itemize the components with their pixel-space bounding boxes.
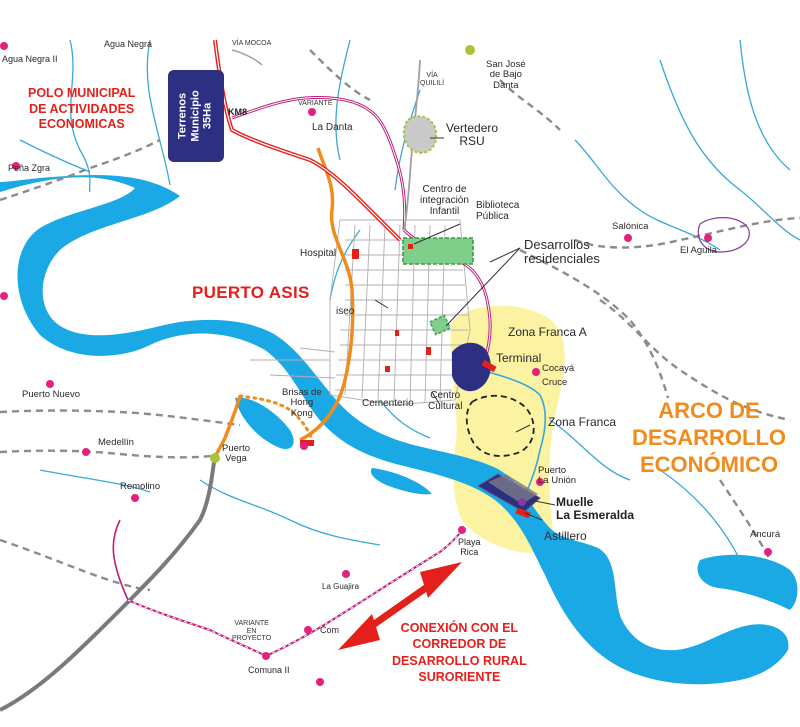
arco-desarrollo-title: ARCO DE DESARROLLO ECONÓMICO: [632, 398, 786, 477]
dot-pena-zgra: [12, 162, 20, 170]
variante-label: VARIANTE: [298, 100, 333, 107]
southwest-highway: [0, 454, 217, 712]
main-river: [0, 174, 789, 685]
dashed-roads: [0, 49, 800, 592]
terrenos-municipio-block: Terrenos Municipio 35Ha: [168, 70, 224, 162]
salonica-label: Salónica: [612, 221, 649, 232]
orange-dotted-road: [238, 394, 314, 442]
terrenos-line-1: Terrenos: [177, 92, 190, 140]
dot-san-jose: [465, 45, 475, 55]
san-jose-label: San José de Bajo Danta: [486, 59, 526, 91]
vertedero-rsu-label: Vertedero RSU: [446, 121, 499, 149]
agua-negra-ii-label: Agua Negra II: [2, 54, 58, 64]
desarrollos-residenciales-label: Desarrollos residenciales: [524, 237, 600, 267]
cruce-label: Cruce: [542, 377, 568, 388]
terrenos-line-2: Municipio: [189, 90, 202, 142]
el-aguila-label: El Aguila: [680, 245, 717, 256]
dot-comuna-ii: [262, 652, 270, 660]
dot-puerto-nuevo: [46, 380, 54, 388]
la-danta-label: La Danta: [312, 122, 353, 133]
agua-negra-label: Agua Negra: [104, 39, 153, 49]
dot-la-guajira: [342, 570, 350, 578]
polo-municipal-title: POLO MUNICIPAL DE ACTIVIDADES ECONOMICAS: [28, 86, 136, 132]
centro-integracion-label: Centro de integración Infantil: [420, 184, 469, 217]
terrenos-municipio-label: Terrenos Municipio 35Ha: [177, 90, 215, 141]
dot-ancura: [764, 548, 772, 556]
dot-agua-negra-ii: [0, 42, 8, 50]
via-quilili-label: VÍA QUILILÍ: [420, 72, 445, 87]
puerto-asis-title: PUERTO ASIS: [192, 283, 310, 302]
el-aguila-boundary: [697, 217, 750, 253]
lower-river-meander: [697, 554, 798, 610]
zona-franca-outline: [465, 394, 535, 457]
dot-puerto-vega: [210, 453, 220, 463]
dot-left-edge: [0, 292, 8, 300]
place-dots: [0, 42, 772, 686]
connection-arrow: [338, 562, 462, 650]
leader-lines: [374, 137, 556, 521]
pena-zgra-label: Peña Zgra: [8, 163, 51, 173]
km8-label: KM8: [228, 107, 248, 117]
playa-rica-label: Playa Rica: [458, 537, 481, 557]
hospital-label: Hospital: [300, 248, 337, 259]
conexion-corredor-title: CONEXIÓN CON EL CORREDOR DE DESARROLLO R…: [392, 621, 527, 684]
dot-playa-rica: [458, 526, 466, 534]
terminal-label: Terminal: [496, 351, 542, 365]
urban-grid: [250, 219, 471, 406]
astillero-area: [488, 474, 538, 504]
zona-franca-a-label: Zona Franca A: [508, 325, 587, 339]
dot-salonica: [624, 234, 632, 242]
muelle-marker: [515, 507, 531, 519]
dot-cocaya: [532, 368, 540, 376]
residential-development-small: [428, 314, 452, 336]
dot-puerto-la-union: [536, 478, 544, 486]
variante-en-proyecto-label: VARIANTE EN PROYECTO: [232, 620, 272, 643]
puerto-vega-label: Puerto Vega: [222, 443, 250, 465]
zona-franca-label: Zona Franca: [548, 415, 617, 429]
puerto-nuevo-label: Puerto Nuevo: [22, 389, 81, 400]
dot-el-aguila: [704, 234, 712, 242]
centro-cultural-label: Centro Cultural: [428, 390, 463, 412]
iseo-label: iseo: [336, 306, 355, 317]
la-guajira-label: La Guajira: [322, 582, 359, 591]
terminal-area: [452, 342, 491, 392]
dot-medellin: [82, 448, 90, 456]
medellin-label: Medellín: [98, 437, 134, 448]
astillero-label: Astillero: [544, 529, 587, 543]
biblioteca-publica-label: Biblioteca Pública: [476, 200, 520, 222]
comuna-ii-label: Comuna II: [248, 665, 290, 675]
dot-south-bottom: [316, 678, 324, 686]
landfill-area: [402, 115, 438, 154]
cementerio-label: Cementerio: [362, 398, 414, 409]
puerto-la-union-label: Puerto La Unión: [538, 465, 577, 487]
dot-muelle: [518, 498, 526, 506]
ancura-label: Ancurá: [750, 529, 781, 540]
streams: [19, 39, 800, 561]
muelle-la-esmeralda-label: Muelle La Esmeralda: [556, 495, 635, 523]
via-mocoa-label: VÍA MOCOA: [232, 40, 272, 47]
building-markers: [300, 244, 431, 446]
cocaya-label: Cocayá: [542, 363, 575, 374]
river-branch-lagoon: [370, 468, 432, 495]
orange-road: [299, 147, 355, 442]
dot-com: [304, 626, 312, 634]
dot-la-danta: [308, 108, 316, 116]
residential-development-north: [402, 237, 474, 265]
brisas-label: Brisas de Hong Kong: [282, 387, 322, 419]
dot-brisas: [300, 442, 308, 450]
com-label: Com: [320, 625, 340, 635]
terminal-marker: [481, 359, 497, 373]
dot-remolino: [131, 494, 139, 502]
river-island-loop: [235, 397, 294, 450]
terrenos-line-3: 35Ha: [202, 102, 215, 130]
remolino-label: Remolino: [120, 481, 161, 492]
